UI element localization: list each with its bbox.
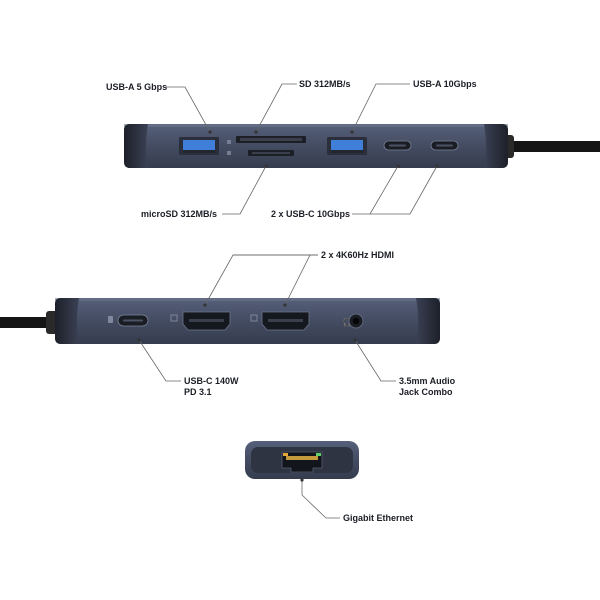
label-usb-c-pd-line2: PD 3.1 xyxy=(184,387,212,397)
label-ethernet: Gigabit Ethernet xyxy=(343,513,414,523)
hdmi-port-icon xyxy=(261,311,310,331)
label-microsd: microSD 312MB/s xyxy=(141,209,218,219)
hub-top xyxy=(124,124,600,168)
usb-a-port-icon xyxy=(327,137,367,155)
hub-ethernet-end xyxy=(245,441,359,479)
hub-top-cable xyxy=(504,141,600,152)
microsd-slot-icon xyxy=(248,150,294,156)
hub-middle: 🎧 xyxy=(0,298,440,344)
label-usb-c-pd-line1: USB-C 140W xyxy=(184,376,239,386)
label-usb-a-5gbps: USB-A 5 Gbps xyxy=(106,82,168,92)
label-audio-jack: 3.5mm Audio Jack Combo xyxy=(399,376,455,398)
hdmi-port-icon xyxy=(182,311,231,331)
audio-jack-icon xyxy=(348,313,364,329)
leader-lines-bottom xyxy=(300,478,340,519)
leader-lines-middle xyxy=(137,254,396,382)
usb-c-port-icon xyxy=(117,314,149,327)
label-sd-card: SD 312MB/s xyxy=(299,79,351,89)
label-hdmi: 2 x 4K60Hz HDMI xyxy=(321,250,395,260)
hub-middle-cable xyxy=(0,317,60,328)
usb-c-port-icon xyxy=(383,140,412,151)
svg-text:🎧: 🎧 xyxy=(342,317,352,327)
sd-slot-icon xyxy=(236,136,306,143)
label-audio-jack-line1: 3.5mm Audio xyxy=(399,376,456,386)
hub-top-body xyxy=(124,124,508,168)
usb-a-port-icon xyxy=(179,137,219,155)
label-usb-c-pd: USB-C 140W PD 3.1 xyxy=(184,376,239,398)
usb-c-port-icon xyxy=(430,140,459,151)
leader-lines-top xyxy=(166,83,439,215)
ethernet-port-icon xyxy=(281,451,323,473)
label-audio-jack-line2: Jack Combo xyxy=(399,387,453,397)
label-usb-a-10gbps: USB-A 10Gbps xyxy=(413,79,477,89)
hub-middle-body xyxy=(55,298,440,344)
label-usb-c-10gbps: 2 x USB-C 10Gbps xyxy=(271,209,351,219)
